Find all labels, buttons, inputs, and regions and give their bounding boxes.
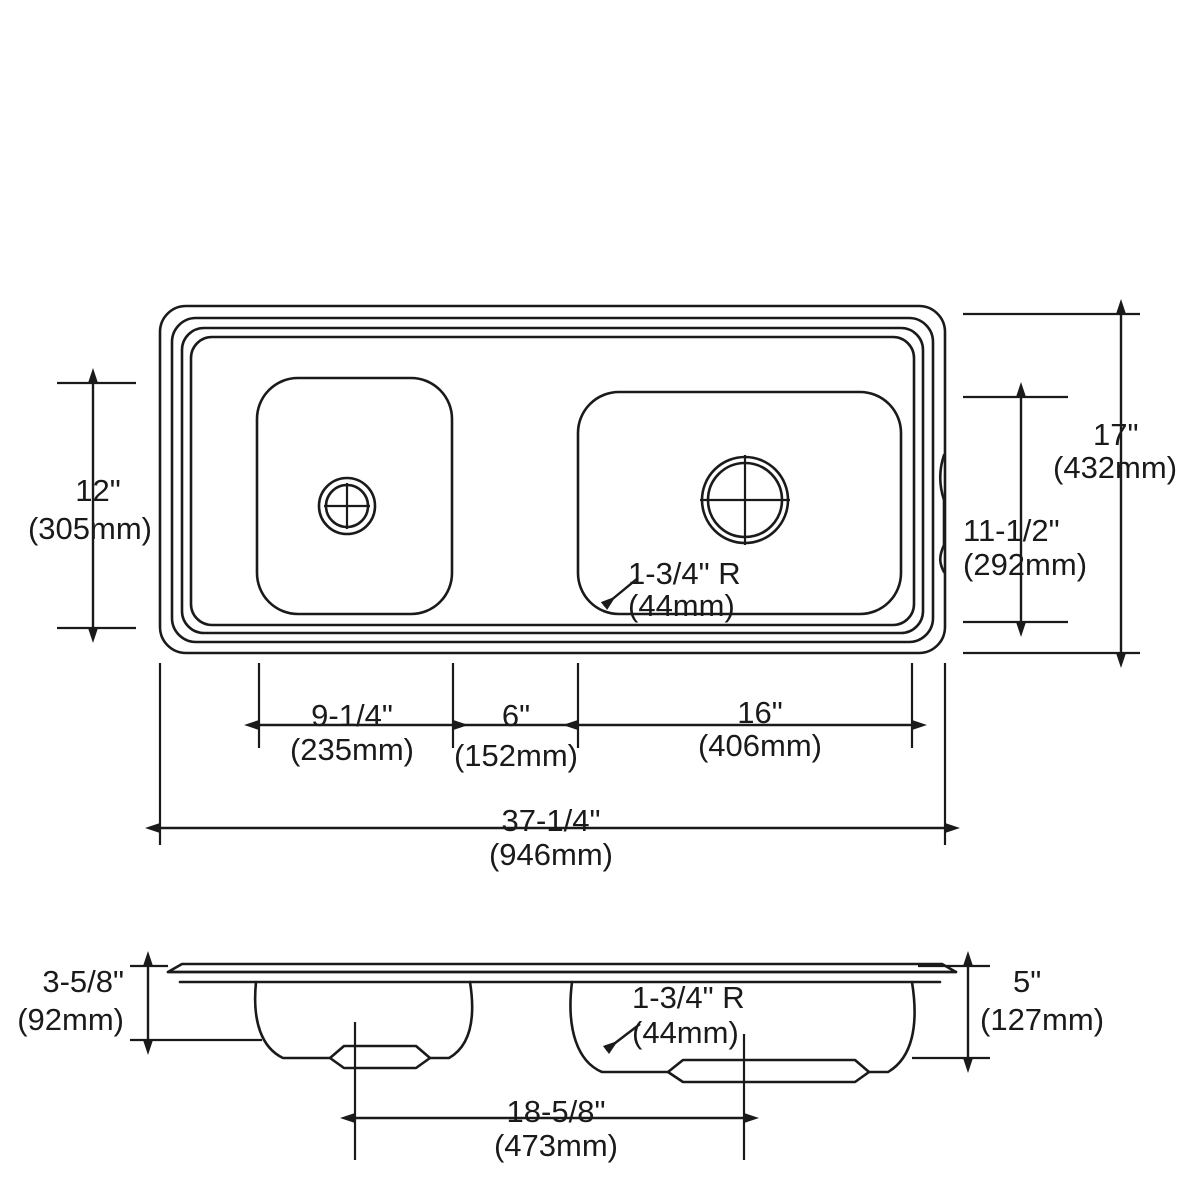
overall-depth-imperial-label: 17" bbox=[1093, 417, 1139, 452]
right-basin-outline bbox=[576, 390, 903, 616]
section-radius-metric-label: (44mm) bbox=[632, 1015, 739, 1050]
plan-radius-imperial-label: 1-3/4" R bbox=[628, 556, 741, 591]
left-bowl-span-metric-label: (235mm) bbox=[290, 732, 414, 767]
center-divider-metric-label: (152mm) bbox=[454, 738, 578, 773]
left-bowl-width-metric-label: (305mm) bbox=[28, 511, 152, 546]
overall-width-imperial-label: 37-1/4" bbox=[502, 803, 601, 838]
plan-bottom-extension-lines bbox=[158, 663, 947, 845]
left-basin-outline bbox=[255, 376, 454, 616]
right-bowl-height-metric-label: (127mm) bbox=[980, 1002, 1104, 1037]
section-view-group: 1-3/4" R (44mm) 3-5/8" (92mm) 5" (127mm)… bbox=[17, 951, 1104, 1163]
bowl-depth-dimension bbox=[963, 382, 1068, 637]
right-drain-icon bbox=[700, 455, 790, 545]
right-bowl-height-imperial-label: 5" bbox=[1013, 964, 1041, 999]
sink-rim-outline bbox=[158, 304, 947, 655]
left-bowl-span-imperial-label: 9-1/4" bbox=[311, 698, 393, 733]
drain-spacing-metric-label: (473mm) bbox=[494, 1128, 618, 1163]
bowl-depth-imperial-label: 11-1/2" bbox=[963, 513, 1060, 548]
plan-radius-metric-label: (44mm) bbox=[628, 588, 735, 623]
left-bowl-width-imperial-label: 12" bbox=[75, 473, 121, 508]
plan-corner-radius-leader bbox=[600, 577, 639, 610]
overall-depth-dimension bbox=[963, 299, 1140, 668]
right-bowl-span-imperial-label: 16" bbox=[737, 695, 783, 730]
section-corner-radius-leader bbox=[602, 1023, 641, 1054]
left-basin-sump bbox=[328, 1056, 432, 1070]
center-divider-imperial-label: 6" bbox=[502, 698, 530, 733]
left-bowl-width-dimension bbox=[57, 368, 136, 643]
bowl-depth-metric-label: (292mm) bbox=[963, 547, 1087, 582]
rim-notch bbox=[938, 453, 946, 574]
plan-view-group: 1-3/4" R (44mm) 12" (305mm) 11-1/2" (292… bbox=[28, 299, 1177, 872]
overall-depth-metric-label: (432mm) bbox=[1053, 450, 1177, 485]
section-radius-imperial-label: 1-3/4" R bbox=[632, 980, 745, 1015]
overall-width-metric-label: (946mm) bbox=[489, 837, 613, 872]
drain-spacing-imperial-label: 18-5/8" bbox=[507, 1094, 606, 1129]
right-bowl-span-metric-label: (406mm) bbox=[698, 728, 822, 763]
left-bowl-height-metric-label: (92mm) bbox=[17, 1002, 124, 1037]
right-bowl-height-dimension bbox=[912, 951, 990, 1073]
right-basin-sump bbox=[666, 1070, 871, 1084]
left-basin-section-outline bbox=[253, 980, 474, 1060]
left-bowl-height-dimension bbox=[130, 951, 262, 1055]
left-bowl-height-imperial-label: 3-5/8" bbox=[42, 964, 124, 999]
left-drain-icon bbox=[317, 476, 377, 536]
right-basin-section-outline bbox=[569, 980, 916, 1074]
